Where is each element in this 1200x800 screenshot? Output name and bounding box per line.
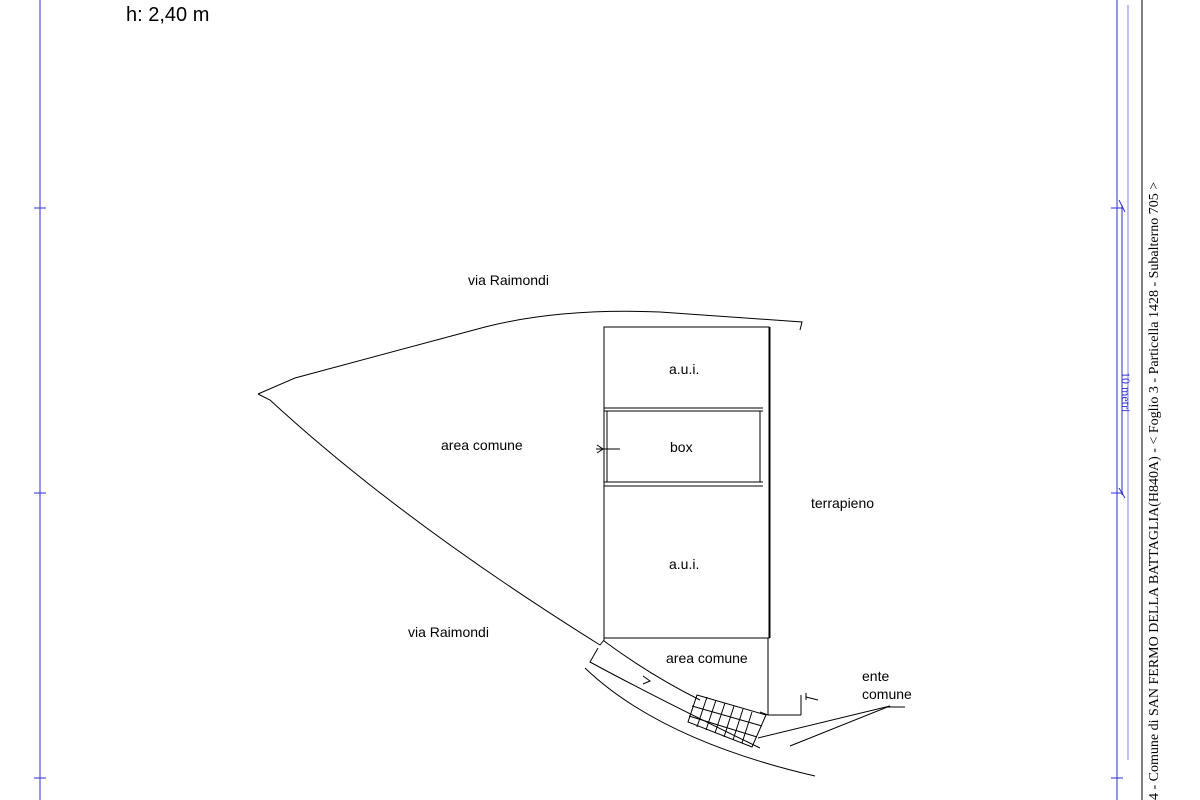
room-label-aui-top: a.u.i. — [669, 361, 700, 377]
area-comune-label-left: area comune — [441, 437, 523, 453]
cadastral-reference-caption: 4 - Comune di SAN FERMO DELLA BATTAGLIA(… — [1147, 181, 1162, 800]
scale-caption: 10 metri — [1119, 372, 1133, 413]
plan-outline — [257, 310, 905, 777]
ente-comune-label-line1: ente — [862, 668, 890, 684]
street-label-bottom: via Raimondi — [408, 624, 489, 640]
terrapieno-label: terrapieno — [811, 495, 875, 511]
room-label-aui-bottom: a.u.i. — [669, 556, 700, 572]
height-label: h: 2,40 m — [126, 4, 210, 26]
entrance-arrows — [596, 444, 652, 685]
room-label-box: box — [670, 439, 693, 455]
street-label-top: via Raimondi — [468, 272, 549, 288]
ente-comune-label-line2: comune — [862, 686, 912, 702]
sheet-frame — [34, 0, 1143, 800]
area-comune-label-bottom: area comune — [666, 650, 748, 666]
